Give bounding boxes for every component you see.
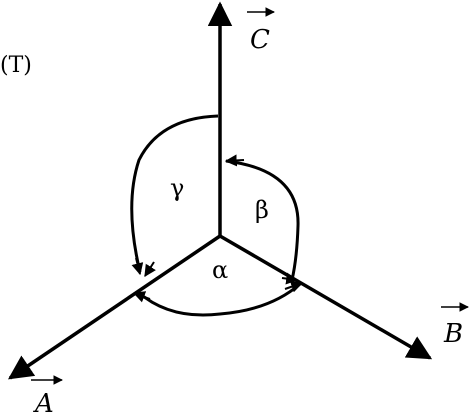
vector-a-label: A <box>33 389 54 418</box>
beta-label: β <box>255 196 269 224</box>
beta-arc-arrow <box>224 154 245 167</box>
vector-b-label: B <box>443 319 463 349</box>
vector-b-line <box>219 234 433 360</box>
vector-lines <box>7 1 433 380</box>
alpha-arc <box>137 282 301 317</box>
angle-arcs <box>130 114 304 317</box>
vector-c-label: C <box>250 25 270 55</box>
gamma-arc-arrow <box>131 257 144 276</box>
vector-label-arrows <box>31 7 469 385</box>
alpha-arc-arrow <box>284 280 304 293</box>
gamma-arc <box>130 114 219 273</box>
beta-arc <box>225 159 300 281</box>
figure-label: (T) <box>0 53 32 78</box>
gamma-label: γ <box>170 174 184 202</box>
beta-arc-arrow-end <box>281 272 299 285</box>
alpha-arc-arrow-tail <box>132 291 151 303</box>
vector-a-line <box>7 234 221 380</box>
alpha-label: α <box>212 256 228 284</box>
gamma-arc-arrow-2 <box>144 261 156 278</box>
